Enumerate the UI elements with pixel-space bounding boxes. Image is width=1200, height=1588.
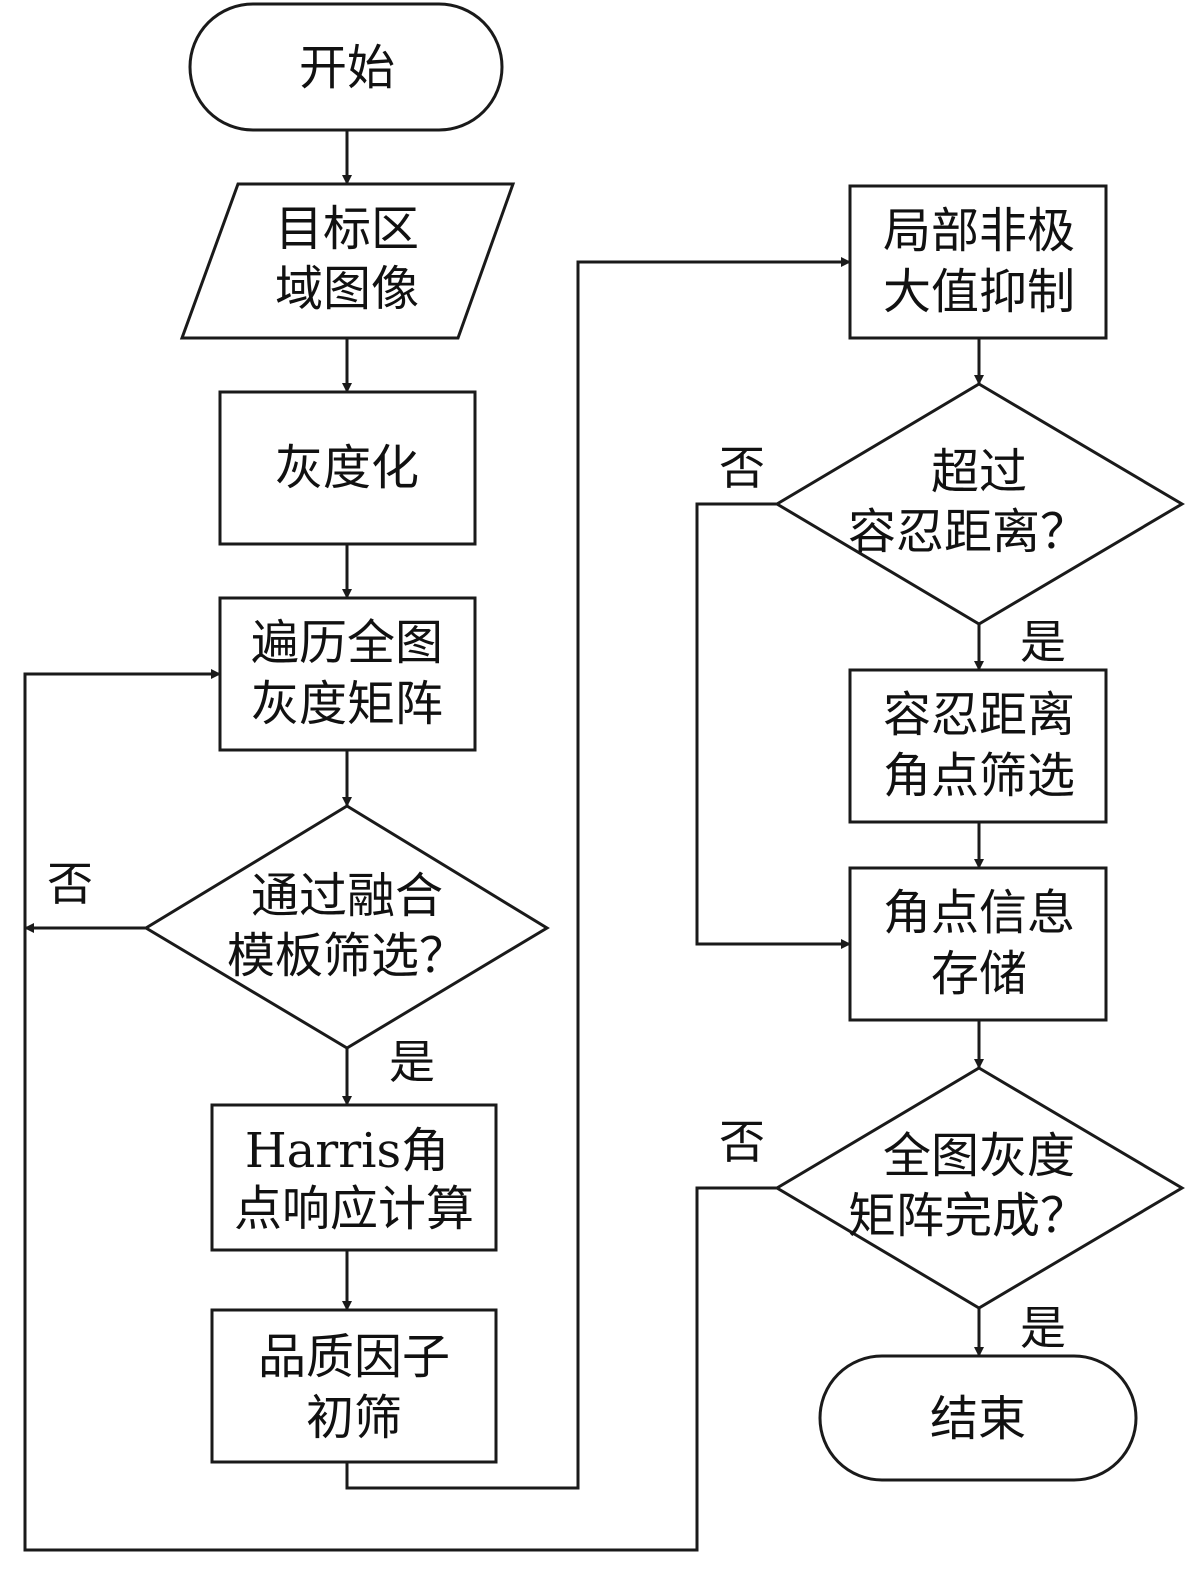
fusion-no-label: 否 (47, 857, 93, 911)
gray-box (218, 390, 477, 546)
complete-check-label-line1: 全图灰度 (883, 1128, 1075, 1184)
nms-label-line2: 大值抑制 (883, 264, 1075, 320)
tolerance-yes-label: 是 (1020, 615, 1066, 669)
complete-check-label-line2: 矩阵完成？ (848, 1188, 1088, 1244)
quality-box (210, 1308, 498, 1464)
nms-label-line1: 局部非极 (883, 203, 1075, 259)
edge-quality-to-nms (345, 257, 851, 1490)
quality-label-line2: 初筛 (306, 1390, 402, 1446)
complete-yes-label: 是 (1020, 1301, 1066, 1355)
tolerance-check-label-line2: 容忍距离？ (848, 504, 1088, 560)
input-parallelogram (179, 182, 516, 340)
harris-label-line2: 点响应计算 (234, 1181, 474, 1237)
edge-tolerance-no (695, 502, 851, 949)
store-label-line2: 存储 (931, 946, 1027, 1002)
tolerance-check-label-line1: 超过 (931, 444, 1027, 500)
harris-box (210, 1103, 498, 1252)
edge-complete-no-loop (23, 669, 777, 1552)
fusion-yes-label: 是 (389, 1035, 435, 1089)
quality-label-line1: 品质因子 (258, 1329, 450, 1385)
complete-no-label: 否 (719, 1115, 765, 1169)
end-label: 结束 (930, 1391, 1026, 1447)
start-label: 开始 (299, 40, 395, 96)
tolerance-filter-label-line1: 容忍距离 (883, 687, 1075, 743)
input-label-line2: 域图像 (275, 261, 419, 317)
store-label-line1: 角点信息 (883, 885, 1075, 941)
fusion-check-diamond (143, 804, 550, 1050)
tolerance-no-label: 否 (719, 441, 765, 495)
traverse-label-line1: 遍历全图 (251, 615, 443, 671)
gray-label: 灰度化 (275, 440, 419, 496)
harris-label-line1: Harris角 (245, 1123, 449, 1179)
input-label-line1: 目标区 (275, 201, 419, 257)
fusion-check-label-line2: 模板筛选？ (227, 928, 467, 984)
tolerance-filter-label-line2: 角点筛选 (883, 748, 1075, 804)
fusion-check-label-line1: 通过融合 (251, 868, 443, 924)
traverse-label-line2: 灰度矩阵 (251, 676, 443, 732)
